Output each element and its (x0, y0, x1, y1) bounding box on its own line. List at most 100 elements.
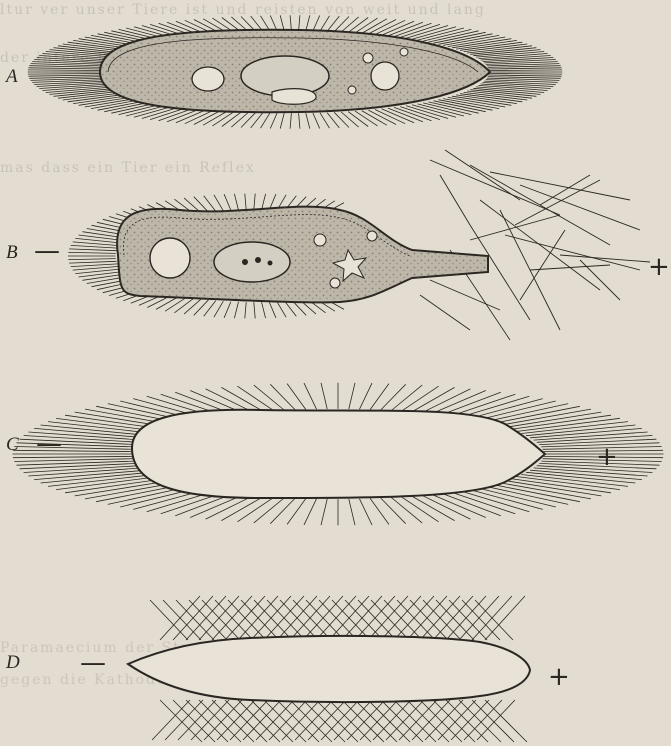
cilium (381, 498, 406, 524)
cilium (234, 194, 238, 210)
cilium (516, 477, 620, 490)
cilium (214, 195, 223, 211)
cilium (68, 259, 116, 260)
cilium (306, 15, 310, 31)
cilium (381, 384, 406, 410)
cilium (391, 498, 422, 523)
cilium (544, 456, 664, 457)
cilium (224, 302, 231, 318)
cilium (349, 499, 355, 525)
cilium (277, 301, 286, 317)
cilium (280, 113, 284, 129)
cilium (69, 261, 116, 263)
nucleus-b (214, 242, 290, 282)
cilium (320, 113, 330, 128)
cilium (262, 302, 266, 318)
cilium (56, 477, 160, 490)
cilium (488, 77, 561, 79)
cilium (543, 459, 662, 462)
cilium (388, 108, 423, 122)
cilium (348, 112, 368, 127)
cilium (341, 112, 358, 127)
cilium (69, 249, 116, 251)
cilium (304, 383, 317, 409)
cilium (327, 113, 339, 128)
cilium (360, 499, 373, 525)
cilium (270, 113, 277, 129)
cilium (334, 112, 349, 127)
cilium (28, 74, 101, 75)
cilium (341, 17, 358, 32)
cilium (270, 384, 295, 410)
cilium (234, 302, 238, 318)
cilium (29, 66, 102, 68)
cilium (489, 70, 562, 71)
cilium (382, 109, 415, 123)
cilium (241, 112, 256, 127)
cilium (165, 297, 187, 311)
cilium (280, 15, 284, 31)
cilium (270, 498, 295, 524)
cilium (485, 700, 527, 742)
cilium (321, 383, 327, 409)
cilium (254, 302, 255, 318)
cilium (472, 700, 514, 742)
cilium (388, 22, 423, 36)
cilium (224, 194, 231, 210)
cilium (543, 447, 662, 450)
cilium (290, 113, 291, 129)
cilium (304, 499, 317, 525)
cilium (489, 75, 562, 76)
vacuole-a3 (371, 62, 399, 90)
cilium (394, 23, 431, 36)
cilium (313, 16, 320, 32)
cilium (231, 112, 248, 127)
cilium (261, 113, 271, 128)
cilium (245, 302, 246, 318)
cilium (287, 499, 306, 525)
cilium (320, 16, 330, 31)
vacuole-a2 (272, 89, 316, 105)
cilium (441, 392, 501, 415)
cilium (360, 383, 373, 409)
cilium (14, 447, 133, 450)
cilium (214, 301, 223, 317)
cilium (349, 383, 355, 409)
cilium (327, 16, 339, 31)
cilium (28, 68, 101, 69)
cilium (254, 498, 285, 523)
cilium (254, 385, 285, 410)
cilium (222, 112, 242, 127)
cilium (460, 42, 522, 50)
cilium (71, 264, 118, 267)
cilium (489, 74, 562, 75)
cilium (262, 194, 266, 210)
vacuole-b1 (150, 238, 190, 278)
cilium (299, 15, 300, 30)
cilium (460, 94, 522, 102)
cilium (14, 459, 133, 462)
cilium (348, 18, 368, 33)
cilium (485, 596, 525, 640)
cilium (441, 493, 501, 516)
cell-outline-c (132, 410, 545, 498)
cilium (290, 15, 291, 30)
cilium (245, 194, 246, 210)
paramecium-b (117, 207, 488, 303)
cilium (251, 113, 263, 128)
cilium (391, 385, 422, 410)
cilium (431, 494, 485, 517)
cilium (174, 298, 194, 313)
cilium (270, 16, 277, 32)
cilium (287, 384, 306, 410)
cilium (306, 113, 310, 129)
cilium (71, 245, 118, 248)
cilium (28, 70, 101, 71)
cilium (544, 450, 664, 451)
cilium (334, 17, 349, 32)
cilium (269, 302, 276, 318)
cilium (313, 113, 320, 129)
paramecium-a (100, 30, 490, 112)
